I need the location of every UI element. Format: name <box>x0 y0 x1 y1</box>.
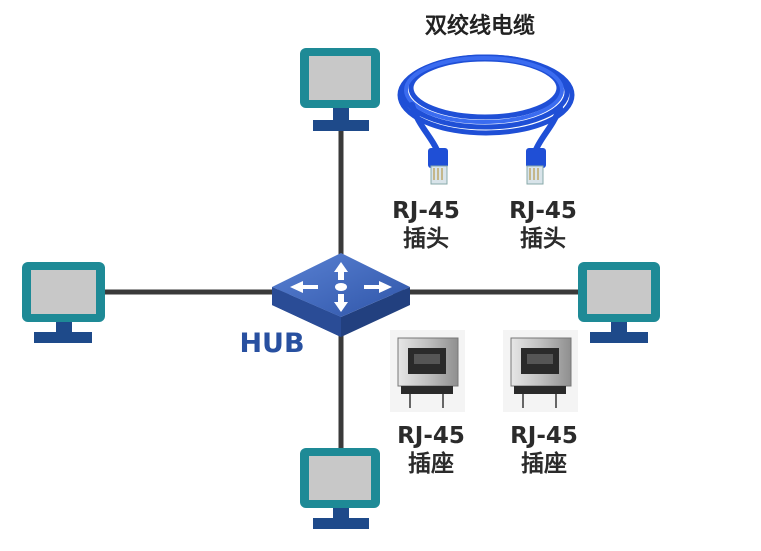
plug-right-type: 插头 <box>520 225 566 252</box>
rj45-socket-icon <box>503 330 578 412</box>
socket-right-type: 插座 <box>521 450 567 477</box>
rj45-plug-icon <box>428 148 448 185</box>
computer-icon <box>578 262 660 343</box>
computer-icon <box>300 48 380 131</box>
plug-right-label: RJ-45 插头 <box>488 198 598 253</box>
hub-icon <box>272 253 410 337</box>
socket-left-type: 插座 <box>408 450 454 477</box>
socket-right-model: RJ-45 <box>510 423 578 449</box>
plug-right-model: RJ-45 <box>509 198 577 224</box>
ethernet-cable-icon <box>397 54 575 155</box>
socket-right-label: RJ-45 插座 <box>489 423 599 478</box>
hub-label: HUB <box>239 328 305 359</box>
cable-title: 双绞线电缆 <box>424 14 535 39</box>
plug-left-label: RJ-45 插头 <box>371 198 481 253</box>
plug-left-model: RJ-45 <box>392 198 460 224</box>
computer-icon <box>300 448 380 529</box>
socket-left-model: RJ-45 <box>397 423 465 449</box>
plug-left-type: 插头 <box>403 225 449 252</box>
computer-icon <box>22 262 105 343</box>
network-links <box>105 125 580 450</box>
rj45-plug-icon <box>526 148 546 185</box>
rj45-socket-icon <box>390 330 465 412</box>
socket-left-label: RJ-45 插座 <box>376 423 486 478</box>
